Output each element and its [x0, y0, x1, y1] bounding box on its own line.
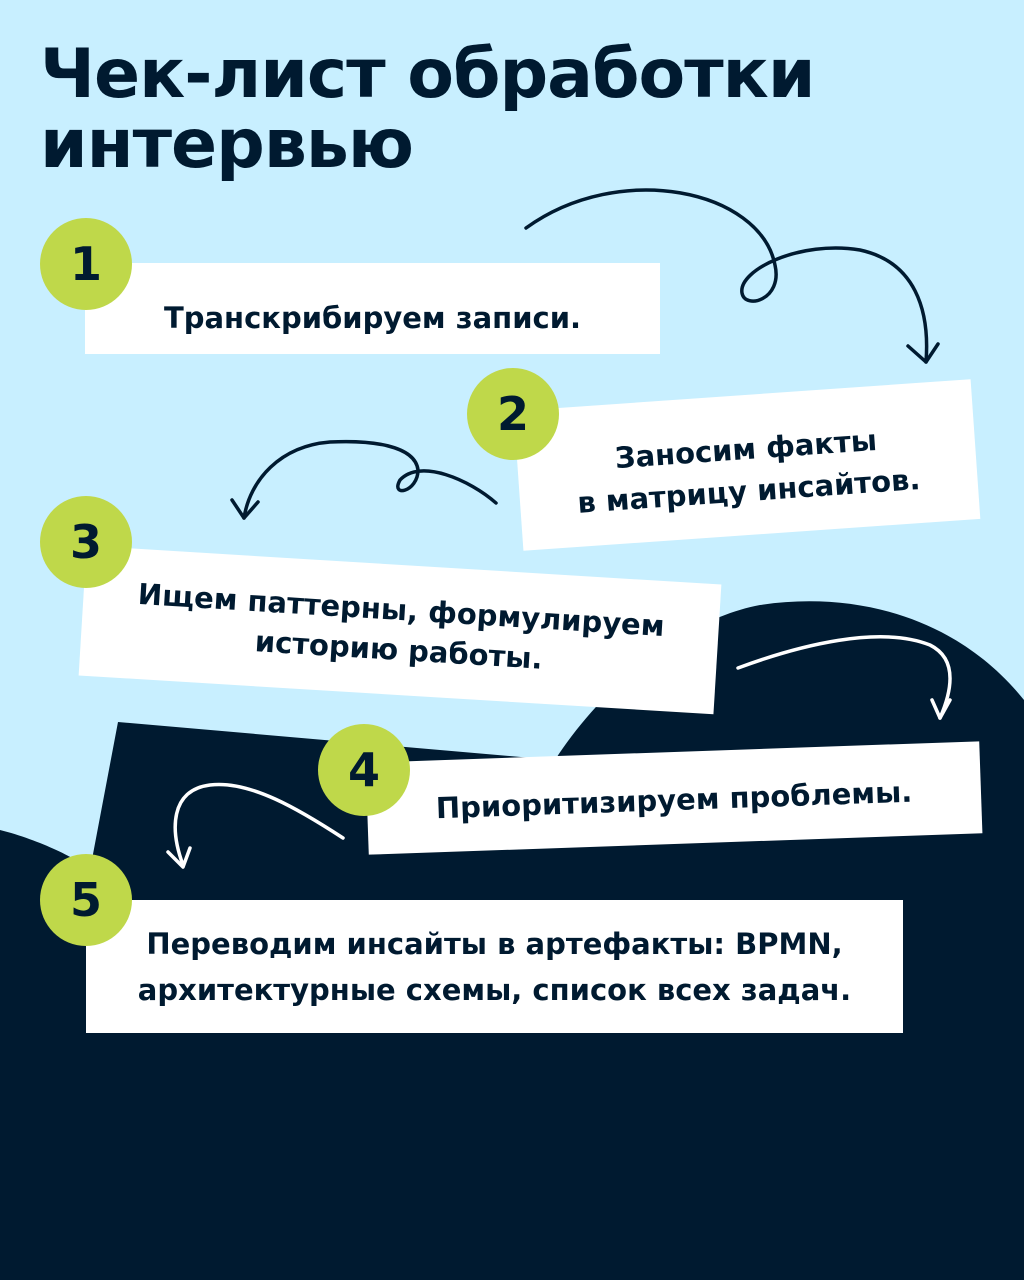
- step-2-badge: 2: [467, 368, 559, 460]
- step-2-number: 2: [496, 387, 529, 441]
- step-1-card: Транскрибируем записи.: [85, 263, 660, 354]
- step-5-card: Переводим инсайты в артефакты: BPMN, арх…: [86, 900, 903, 1033]
- step-5-text-line-1: Переводим инсайты в артефакты: BPMN,: [146, 926, 843, 961]
- step-5-number: 5: [69, 873, 102, 927]
- step-5-text-line-2: архитектурные схемы, список всех задач.: [137, 972, 852, 1007]
- step-4-badge: 4: [318, 724, 410, 816]
- title-line-2: интервью: [40, 105, 414, 184]
- step-5-badge: 5: [40, 854, 132, 946]
- step-1-number: 1: [69, 237, 102, 291]
- page-title: Чек-лист обработки интервью: [40, 35, 815, 184]
- title-line-1: Чек-лист обработки: [40, 35, 815, 114]
- step-3-number: 3: [69, 515, 102, 569]
- step-4-number: 4: [347, 743, 380, 797]
- step-1-text: Транскрибируем записи.: [163, 300, 582, 335]
- step-1-badge: 1: [40, 218, 132, 310]
- step-3-badge: 3: [40, 496, 132, 588]
- step-4-text: Приоритизируем проблемы.: [435, 774, 913, 826]
